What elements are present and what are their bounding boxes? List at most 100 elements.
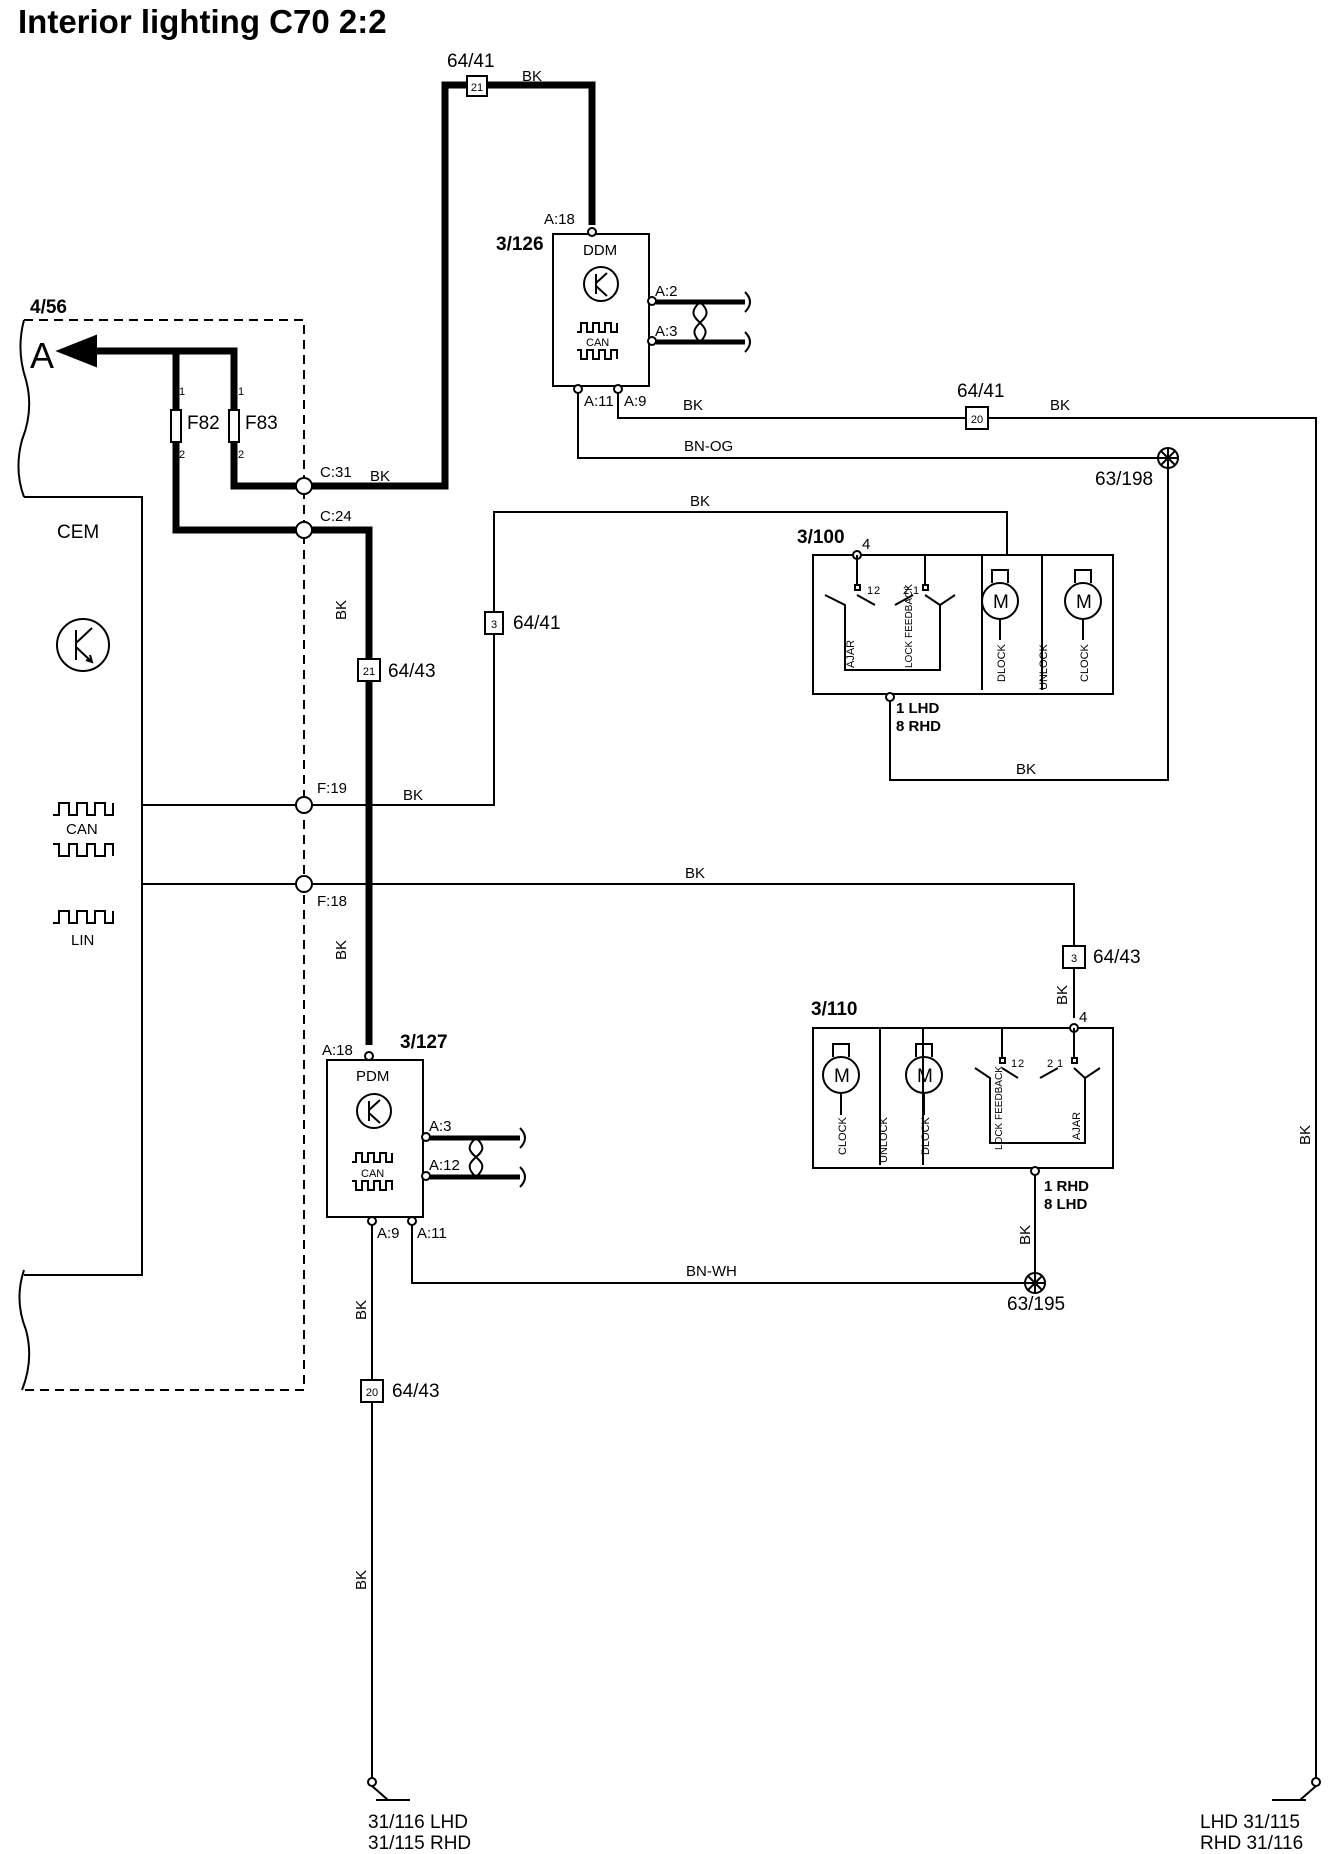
svg-text:63/195: 63/195 (1007, 1294, 1065, 1315)
svg-text:C:31: C:31 (320, 464, 352, 481)
wire-ddm-a11 (577, 393, 1168, 459)
svg-text:A:11: A:11 (584, 393, 614, 410)
wire-f19 (142, 511, 1008, 806)
svg-text:21: 21 (471, 82, 483, 94)
svg-text:LOCK FEEDBACK: LOCK FEEDBACK (904, 584, 915, 668)
ddm-can-bus (656, 291, 751, 353)
lock-module-left: 3/100 4 1 LHD 8 RHD 1 2 2 1 AJAR LOCK FE… (797, 527, 1114, 735)
svg-text:2: 2 (238, 449, 244, 461)
connector-bk-vertical: 21 64/43 (357, 658, 436, 682)
lock-module-right: 3/110 4 1 RHD 8 LHD M M CLOCK UNLOCK DLO… (811, 999, 1114, 1213)
pin-f19 (295, 796, 313, 814)
wire-c31 (96, 81, 596, 490)
lin-signal-icon (53, 910, 114, 924)
lin-label: LIN (71, 932, 94, 949)
svg-text:1: 1 (867, 585, 873, 597)
svg-text:20: 20 (366, 1387, 378, 1399)
svg-text:A:11: A:11 (417, 1225, 447, 1242)
svg-text:2: 2 (903, 585, 909, 597)
connector-right: 20 64/41 (957, 381, 1005, 430)
svg-text:BK: BK (1297, 1125, 1314, 1145)
can-label: CAN (66, 821, 98, 838)
cem-label: CEM (57, 522, 99, 543)
svg-text:1 LHD: 1 LHD (896, 700, 940, 717)
svg-text:F:18: F:18 (317, 893, 347, 910)
ddm-module: 3/126 DDM A:18 CAN A:2 A:3 A:11 A:9 (496, 211, 678, 410)
svg-text:BK: BK (333, 940, 350, 960)
cem-module: 4/56 CEM CAN LIN A (17, 297, 305, 1391)
page-title: Interior lighting C70 2:2 (18, 3, 387, 40)
svg-text:M: M (917, 1066, 933, 1087)
pin-c31 (295, 477, 313, 495)
svg-text:C:24: C:24 (320, 508, 352, 525)
svg-text:1: 1 (238, 386, 244, 398)
svg-text:LOCK FEEDBACK: LOCK FEEDBACK (994, 1066, 1005, 1150)
svg-text:2: 2 (179, 449, 185, 461)
svg-text:31/115 RHD: 31/115 RHD (368, 1833, 471, 1854)
svg-text:1: 1 (913, 585, 919, 597)
svg-text:BK: BK (1050, 397, 1070, 414)
svg-text:A:18: A:18 (322, 1042, 353, 1059)
svg-text:1: 1 (1011, 1058, 1017, 1070)
svg-text:BN-WH: BN-WH (686, 1263, 737, 1280)
svg-text:BK: BK (353, 1300, 370, 1320)
svg-text:3/110: 3/110 (811, 999, 858, 1020)
svg-text:BK: BK (1054, 985, 1071, 1005)
connector-right-mid: 3 64/43 (1062, 945, 1141, 969)
svg-text:4: 4 (862, 536, 870, 553)
svg-text:BN-OG: BN-OG (684, 438, 733, 455)
svg-text:M: M (993, 592, 1009, 613)
wire-splice-upper (889, 468, 1169, 781)
svg-text:31/116 LHD: 31/116 LHD (368, 1812, 468, 1833)
svg-text:BK: BK (1017, 1225, 1034, 1245)
svg-text:BK: BK (353, 1570, 370, 1590)
cem-ref: 4/56 (30, 297, 67, 318)
connector-bottom: 20 64/43 (360, 1379, 440, 1403)
pdm-can-bus (430, 1127, 526, 1188)
fuse-f82: F82 1 2 (170, 386, 220, 461)
svg-text:20: 20 (971, 414, 983, 426)
svg-text:F82: F82 (187, 413, 220, 434)
pin-f18 (295, 875, 313, 893)
svg-text:A:18: A:18 (544, 211, 575, 228)
svg-text:1 RHD: 1 RHD (1044, 1178, 1089, 1195)
svg-text:A:9: A:9 (377, 1225, 400, 1242)
svg-text:64/41: 64/41 (957, 381, 1005, 402)
arrow-label: A (30, 335, 54, 376)
svg-text:3/100: 3/100 (797, 527, 845, 548)
ground-right: LHD 31/115 RHD 31/116 (1200, 1777, 1321, 1854)
svg-text:A:3: A:3 (655, 323, 678, 340)
svg-text:M: M (834, 1066, 850, 1087)
svg-text:BK: BK (522, 68, 542, 85)
fuse-f83: F83 1 2 (228, 386, 278, 461)
svg-text:CLOCK: CLOCK (837, 1116, 849, 1155)
svg-text:AJAR: AJAR (1071, 1112, 1083, 1140)
svg-text:64/43: 64/43 (388, 661, 436, 682)
svg-text:UNLOCK: UNLOCK (1038, 643, 1050, 690)
splice-upper: 63/198 (1095, 447, 1179, 490)
svg-text:8 RHD: 8 RHD (896, 718, 941, 735)
svg-text:2: 2 (874, 585, 880, 597)
svg-text:RHD 31/116: RHD 31/116 (1200, 1833, 1303, 1854)
svg-text:BK: BK (685, 865, 705, 882)
svg-text:64/41: 64/41 (513, 613, 561, 634)
can-signal-icon (53, 802, 114, 857)
svg-text:BK: BK (690, 493, 710, 510)
svg-text:2: 2 (1018, 1058, 1024, 1070)
ground-left: 31/116 LHD 31/115 RHD (367, 1777, 471, 1854)
svg-text:64/41: 64/41 (447, 51, 495, 72)
connector-mid-left: 3 64/41 (484, 611, 561, 635)
wire-pdm-a11 (411, 1175, 1036, 1284)
svg-text:BK: BK (403, 787, 423, 804)
svg-text:4: 4 (1079, 1009, 1087, 1026)
svg-text:CLOCK: CLOCK (1079, 643, 1091, 682)
svg-text:3: 3 (491, 619, 497, 631)
svg-text:1: 1 (1057, 1058, 1063, 1070)
svg-text:A:3: A:3 (429, 1118, 452, 1135)
wire-f18 (142, 883, 1075, 1018)
svg-text:63/198: 63/198 (1095, 469, 1153, 490)
svg-text:1: 1 (179, 386, 185, 398)
svg-text:64/43: 64/43 (1093, 947, 1141, 968)
svg-text:3/126: 3/126 (496, 234, 544, 255)
